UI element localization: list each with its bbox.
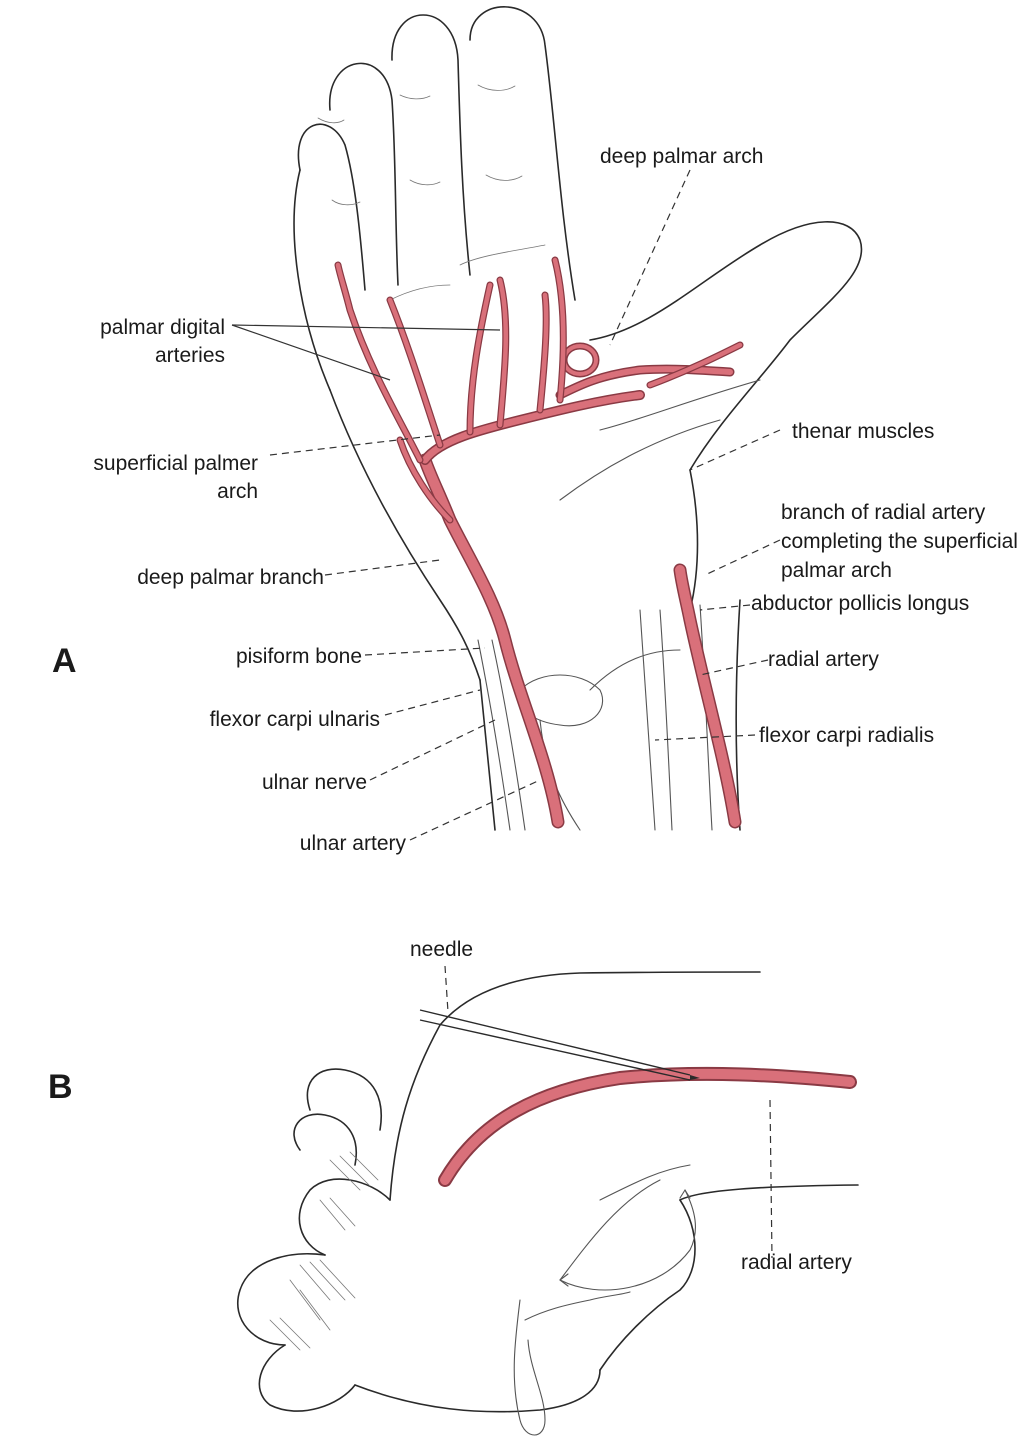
label-branch-radial-1: branch of radial artery (781, 499, 985, 527)
leader-lines-b (445, 966, 772, 1258)
label-needle: needle (410, 936, 473, 964)
panel-letter-b: B (48, 1068, 73, 1107)
label-flexor-carpi-radialis: flexor carpi radialis (759, 722, 934, 750)
label-branch-radial-2: completing the superficial (781, 528, 1018, 556)
label-superficial-palmer-1: superficial palmer (40, 450, 258, 478)
radial-artery-b (445, 1074, 850, 1180)
label-branch-radial-3: palmar arch (781, 557, 892, 585)
label-radial-artery-b: radial artery (741, 1249, 852, 1277)
label-radial-artery-a: radial artery (768, 646, 879, 674)
label-abductor-pollicis-longus: abductor pollicis longus (751, 590, 969, 618)
label-deep-palmar-branch: deep palmar branch (100, 564, 324, 592)
hand-arteries (338, 260, 740, 822)
label-deep-palmar-arch: deep palmar arch (600, 143, 763, 171)
label-ulnar-nerve: ulnar nerve (200, 769, 367, 797)
label-thenar-muscles: thenar muscles (792, 418, 934, 446)
label-superficial-palmer-2: arch (40, 478, 258, 506)
label-palmar-digital-1: palmar digital (60, 314, 225, 342)
leader-lines-a (232, 170, 780, 840)
label-ulnar-artery: ulnar artery (230, 830, 406, 858)
label-flexor-carpi-ulnaris: flexor carpi ulnaris (150, 706, 380, 734)
label-pisiform-bone: pisiform bone (150, 643, 362, 671)
panel-letter-a: A (52, 642, 77, 681)
label-palmar-digital-2: arteries (60, 342, 225, 370)
